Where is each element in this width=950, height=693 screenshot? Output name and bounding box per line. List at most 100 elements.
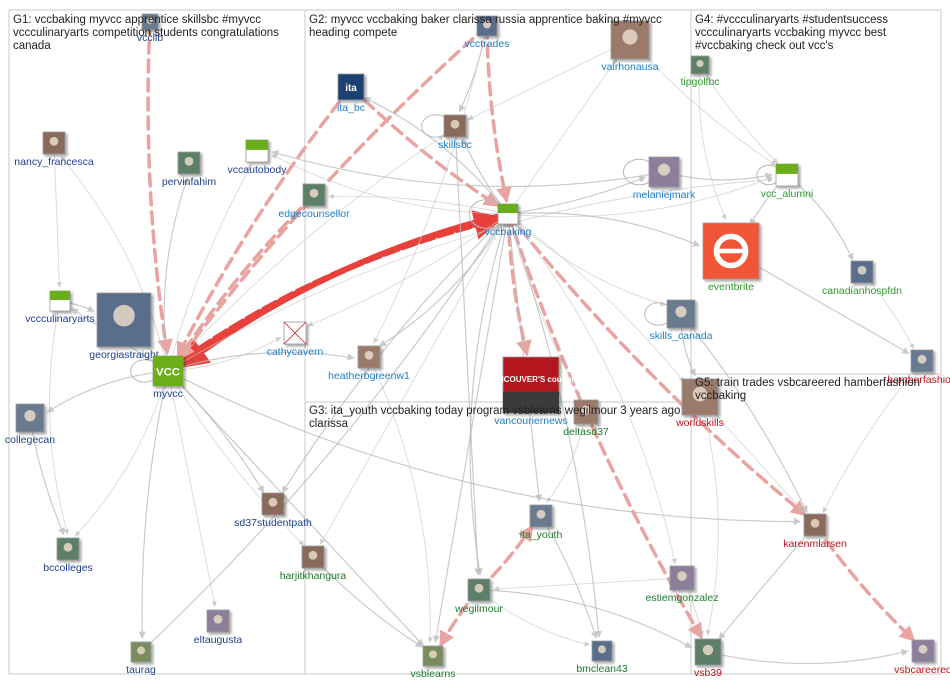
node-vccculinaryarts[interactable]: vccculinaryarts [25,290,95,325]
node-worldskills[interactable]: worldskills [675,378,724,429]
photo-icon [261,492,285,516]
node-label-canadianhospfdn: canadianhospfdn [822,285,902,297]
node-label-vsbcareered: vsbcareered [894,664,950,676]
node-label-bmclean43: bmclean43 [576,663,628,675]
edge-vccbaking-vsblearns [432,213,509,643]
node-label-valrhonausa: valrhonausa [601,61,658,73]
node-vcclib[interactable]: vcclib [137,13,163,44]
node-label-vsblearns: vsblearns [411,668,456,680]
node-vsb39[interactable]: vsb39 [694,638,722,679]
photo-icon [206,609,230,633]
edge-vccbaking-vccautobody [271,154,509,215]
node-bmclean43[interactable]: bmclean43 [576,640,628,675]
photo-icon [610,20,650,60]
node-label-sd37studentpath: sd37studentpath [234,517,312,529]
node-harjitkhangura[interactable]: harjitkhangura [280,545,347,582]
edge-vccbaking-vcc_alumni [507,176,773,218]
edge-myvcc-karenmlarsen [167,370,802,526]
node-nancy_francesca[interactable]: nancy_francesca [14,131,94,168]
photo-icon [302,183,326,207]
node-label-bccolleges: bccolleges [43,562,93,574]
edge-vccbaking-ita_bc [363,97,509,215]
node-valrhonausa[interactable]: valrhonausa [601,20,659,73]
node-skills_canada[interactable]: skills_canada [649,299,713,342]
node-skillsbc[interactable]: skillsbc [438,114,472,151]
photo-icon [42,131,66,155]
node-label-eltaugusta: eltaugusta [194,634,243,646]
nodes-layer: vcclib nancy_francesca pervinfahim vccautob… [5,13,950,680]
node-logo-text-myvcc: VCC [156,367,180,379]
node-deltasd37[interactable]: deltasd37 [563,399,609,438]
node-collegecan[interactable]: collegecan [5,403,55,446]
edge-vccbaking-eventbrite [507,212,701,247]
node-label-vancouverinews: vancouriernews [494,415,568,427]
photo-icon [529,504,553,528]
photo-icon [681,378,719,416]
photo-icon [443,114,467,138]
photo-icon [591,640,613,662]
node-heatherbgreenw1[interactable]: heatherbgreenw1 [328,345,410,382]
node-wegilmour[interactable]: wegilmour [454,578,503,615]
edge-vccbaking-worldskills [507,213,685,383]
photo-icon [422,645,444,667]
ita-logo-icon [337,73,365,101]
node-hamberfashion[interactable]: hamberfashion [887,349,950,386]
node-vccautobody[interactable]: vccautobody [228,139,288,176]
group-title-g5: G5: train trades vsbcareered hamberfashi… [695,377,921,402]
node-label-vccbaking: vccbaking [485,226,532,238]
node-tipgolfbc[interactable]: tipgolfbc [680,55,720,88]
photo-icon [690,55,710,75]
vcc-logo-icon [775,163,799,187]
edge-melaniejmark-vccautobody [271,150,665,188]
node-label-vccautobody: vccautobody [228,164,288,176]
node-vcc_alumni[interactable]: vcc_alumni [761,163,814,200]
node-edgecounsellor[interactable]: edgecounsellor [278,183,350,220]
photo-icon [141,13,159,31]
courier-logo-icon [502,356,560,414]
photo-icon [56,537,80,561]
node-myvcc[interactable]: VCC myvcc [152,355,184,400]
edge-myvcc-taurag [138,370,169,639]
node-melaniejmark[interactable]: melaniejmark [633,156,696,201]
node-label-vcc_alumni: vcc_alumni [761,188,814,200]
group-box-g5 [690,373,942,675]
node-bccolleges[interactable]: bccolleges [43,537,93,574]
node-canadianhospfdn[interactable]: canadianhospfdn [822,260,902,297]
node-pervinfahim[interactable]: pervinfahim [162,151,217,188]
node-taurag[interactable]: taurag [126,641,156,676]
node-georgiastraight[interactable]: georgiastraight [89,292,159,361]
node-cathycavern[interactable]: cathycavern [267,321,324,358]
node-karenmlarsen[interactable]: karenmlarsen [783,513,847,550]
node-vccbaking[interactable]: vccbaking [485,203,532,238]
node-label-myvcc: myvcc [153,388,183,400]
edge-vccbaking-harjitkhangura [320,213,509,545]
node-eltaugusta[interactable]: eltaugusta [194,609,243,646]
edges-layer [29,20,923,665]
node-estiemgonzalez[interactable]: estiemgonzalez [646,565,719,604]
edge-myvcc-pervinfahim [163,177,189,372]
edge-hamberfashion-karenmlarsen [822,360,923,513]
node-ita_youth[interactable]: ita_youth [520,504,563,541]
node-vcctrades[interactable]: vcctrades [465,15,510,50]
edge-vccbaking-karenmlarsen [506,212,807,517]
photo-icon [669,565,695,591]
node-label-vcclib: vcclib [137,32,163,44]
photo-icon [648,156,680,188]
edge-vccbaking-cathycavern [307,213,509,327]
node-label-pervinfahim: pervinfahim [162,176,217,188]
vcc-logo-icon [49,290,71,312]
node-sd37studentpath[interactable]: sd37studentpath [234,492,312,529]
node-vsbcareered[interactable]: vsbcareered [894,639,950,676]
photo-icon [666,299,696,329]
node-label-taurag: taurag [126,664,156,676]
node-eventbrite[interactable]: eventbrite [702,222,760,293]
node-label-wegilmour: wegilmour [454,603,503,615]
edge-vccbaking-valrhonausa [507,58,618,215]
node-label-vcctrades: vcctrades [465,38,510,50]
edge-myvcc-eltaugusta [167,370,217,607]
edge-vcctrades-myvcc [179,24,489,360]
node-vsblearns[interactable]: vsblearns [411,645,456,680]
